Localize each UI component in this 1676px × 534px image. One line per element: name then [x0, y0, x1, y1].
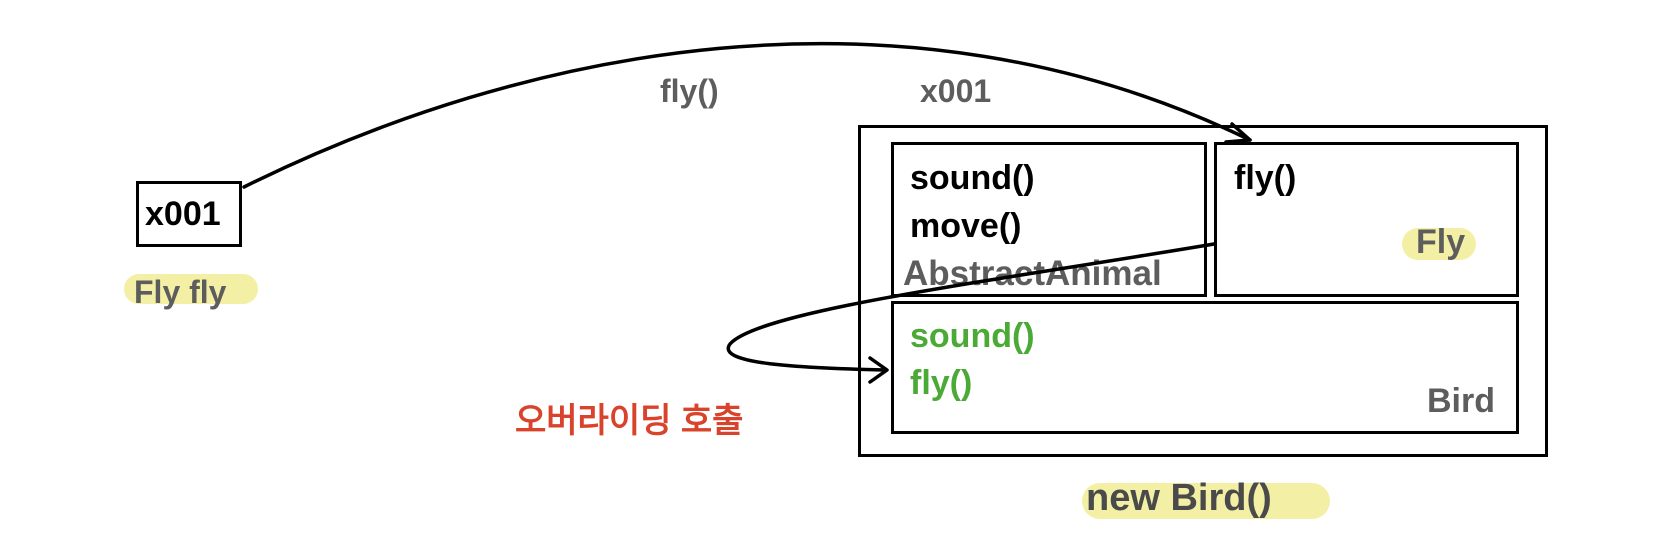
fly-interface-method-fly: fly() — [1234, 159, 1297, 197]
instance-address-label: x001 — [920, 73, 992, 109]
new-bird-highlight — [1082, 483, 1330, 519]
instance-box — [858, 125, 1548, 457]
call-arrow — [242, 41, 1252, 189]
override-arrowhead — [868, 356, 889, 384]
fly-interface-name: Fly — [1416, 223, 1466, 261]
reference-box — [136, 181, 242, 247]
bird-name: Bird — [1427, 382, 1495, 420]
reference-value: x001 — [145, 195, 221, 233]
call-method-label: fly() — [660, 73, 719, 109]
bird-method-fly: fly() — [910, 364, 973, 402]
fly-interface-highlight — [1402, 228, 1476, 260]
new-bird-caption: new Bird() — [1086, 477, 1272, 519]
abstract-animal-method-sound: sound() — [910, 159, 1035, 197]
reference-type-label: Fly fly — [134, 274, 227, 310]
abstract-animal-method-move: move() — [910, 207, 1022, 245]
fly-fly-highlight — [124, 274, 258, 304]
override-arrow — [726, 242, 1216, 372]
bird-method-sound: sound() — [910, 317, 1035, 355]
fly-interface-box — [1214, 142, 1519, 297]
bird-box — [891, 301, 1519, 434]
call-arrowhead — [1224, 122, 1252, 144]
abstract-animal-box — [891, 142, 1207, 297]
override-call-label: 오버라이딩 호출 — [515, 402, 744, 440]
